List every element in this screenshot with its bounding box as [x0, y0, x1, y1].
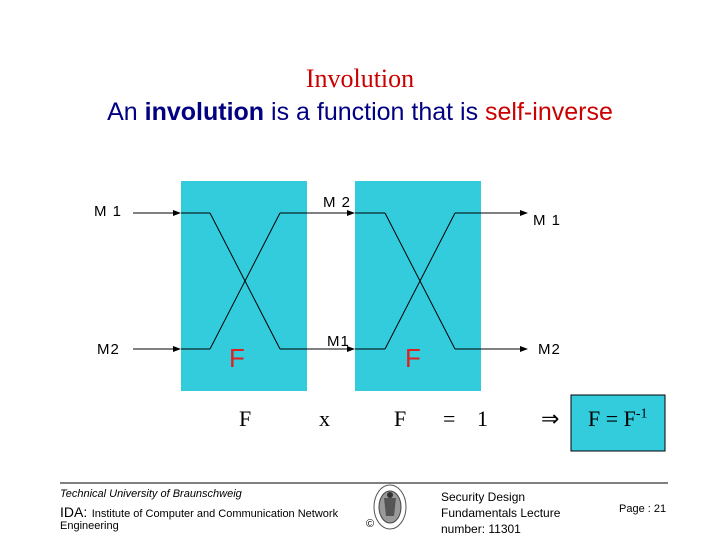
footer-course-line1: Security Design: [441, 490, 526, 504]
function-box-2: [355, 181, 481, 391]
output-bottom-label: M2: [538, 341, 561, 358]
copyright-icon: ©: [366, 518, 375, 530]
footer-course-line3: number: 11301: [441, 522, 521, 536]
equation-times: x: [319, 406, 330, 431]
output-top-label: M 1: [533, 212, 562, 229]
result-frame: [570, 394, 666, 452]
subtitle-pre: An: [107, 98, 145, 126]
footer-engineering: Engineering: [60, 520, 119, 532]
middle-bottom-label: M1: [327, 333, 350, 350]
subtitle-mid: is a function that is: [264, 98, 486, 126]
equation-f2: F: [394, 406, 407, 431]
equation-equals: =: [443, 406, 456, 431]
input-bottom-label: M2: [97, 341, 120, 358]
footer-page-number: Page : 21: [619, 503, 667, 515]
function-box-1: [181, 181, 307, 391]
equation-f1: F: [239, 406, 252, 431]
equation-one: 1: [477, 406, 488, 431]
university-seal-icon: [373, 484, 407, 530]
input-top-label: M 1: [94, 203, 123, 220]
footer-ida: IDA:: [60, 504, 88, 520]
footer-institute: Institute of Computer and Communication …: [91, 508, 339, 520]
footer-course: Security Design Fundamentals Lecture num…: [441, 489, 560, 537]
footer-university: Technical University of Braunschweig: [60, 488, 242, 500]
result-exponent: -1: [635, 406, 648, 422]
slide-title: Involution: [305, 64, 415, 93]
box2-function-label: F: [405, 343, 421, 373]
footer-course-line2: Fundamentals Lecture: [441, 506, 561, 520]
implies-icon: ⇒: [541, 406, 560, 431]
box1-function-label: F: [229, 343, 245, 373]
subtitle-red: self-inverse: [485, 98, 613, 126]
slide-subtitle: An involution is a function that is self…: [0, 98, 720, 127]
result-text: F = F: [588, 406, 636, 431]
footer-institute-line: IDA: Institute of Computer and Communica…: [60, 504, 338, 522]
subtitle-bold: involution: [144, 98, 265, 126]
middle-top-label: M 2: [323, 194, 352, 211]
equation-result: F = F-1: [588, 406, 648, 432]
